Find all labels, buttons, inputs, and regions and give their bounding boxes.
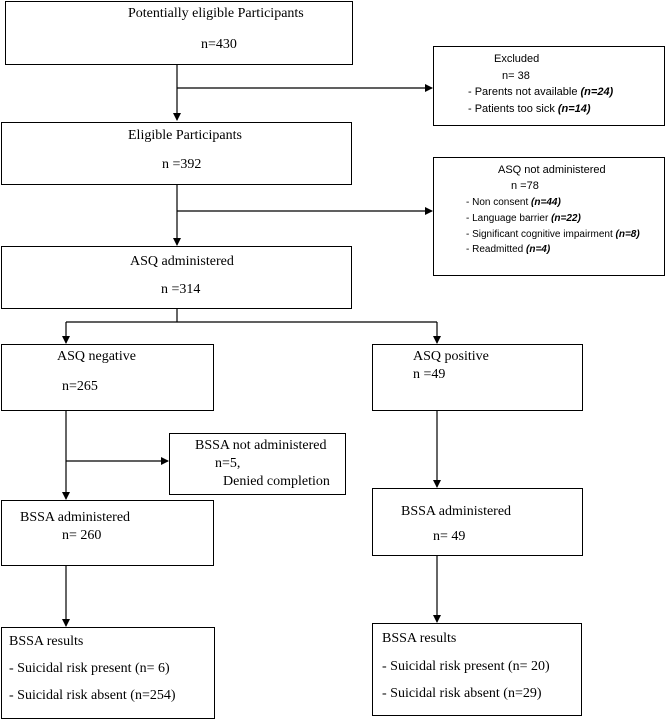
bssa-admin-right-count: n= 49 [433, 529, 466, 544]
box-bssa-results-left: BSSA results - Suicidal risk present (n=… [1, 627, 215, 719]
box-bssa-not-administered: BSSA not administered n=5, Denied comple… [169, 433, 346, 495]
results-right-item: - Suicidal risk present (n= 20) [382, 659, 550, 674]
asq-administered-count: n =314 [161, 282, 201, 297]
bssa-not-administered-count: n=5, [215, 456, 241, 471]
asq-not-administered-item: - Significant cognitive impairment (n=8) [466, 229, 640, 240]
box-bssa-results-right: BSSA results - Suicidal risk present (n=… [372, 623, 582, 716]
asq-item-label: - Significant cognitive impairment [466, 229, 616, 240]
asq-item-n: (n=8) [615, 229, 640, 240]
asq-not-administered-item: - Language barrier (n=22) [466, 213, 581, 224]
results-left-item: - Suicidal risk absent (n=254) [9, 688, 176, 703]
box-eligible: Eligible Participants n =392 [1, 122, 352, 185]
box-bssa-administered-right: BSSA administered n= 49 [372, 488, 583, 556]
asq-administered-title: ASQ administered [130, 254, 234, 269]
asq-item-label: - Non consent [466, 197, 532, 208]
bssa-admin-right-title: BSSA administered [401, 504, 512, 519]
excluded-item-label: - Parents not available [468, 86, 581, 98]
asq-positive-title: ASQ positive [413, 349, 489, 364]
box-bssa-administered-left: BSSA administered n= 260 [1, 500, 214, 566]
asq-positive-count: n =49 [413, 367, 446, 382]
box-asq-negative: ASQ negative n=265 [1, 344, 214, 411]
excluded-item-n: (n=24) [580, 86, 614, 98]
bssa-not-administered-title: BSSA not administered [195, 438, 327, 453]
asq-item-n: (n=44) [531, 197, 561, 208]
results-right-title: BSSA results [382, 631, 457, 646]
bssa-not-administered-reason: Denied completion [223, 474, 330, 489]
box-asq-administered: ASQ administered n =314 [1, 246, 352, 309]
results-left-item: - Suicidal risk present (n= 6) [9, 661, 170, 676]
excluded-item-n: (n=14) [557, 103, 591, 115]
excluded-item-label: - Patients too sick [468, 103, 558, 115]
asq-item-n: (n=22) [551, 213, 581, 224]
asq-not-administered-item: - Non consent (n=44) [466, 197, 561, 208]
asq-not-administered-count: n =78 [511, 180, 539, 192]
asq-negative-count: n=265 [62, 379, 98, 394]
potentially-eligible-count: n=430 [201, 37, 237, 52]
asq-not-administered-title: ASQ not administered [498, 164, 606, 176]
excluded-title: Excluded [494, 53, 540, 65]
results-left-title: BSSA results [9, 634, 84, 649]
bssa-admin-left-title: BSSA administered [20, 510, 131, 525]
excluded-count: n= 38 [502, 70, 530, 82]
asq-not-administered-item: - Readmitted (n=4) [466, 244, 550, 255]
eligible-count: n =392 [162, 157, 202, 172]
asq-item-label: - Readmitted [466, 244, 527, 255]
box-potentially-eligible: Potentially eligible Participants n=430 [5, 1, 353, 65]
box-asq-positive: ASQ positive n =49 [372, 344, 583, 411]
excluded-item: - Parents not available (n=24) [468, 86, 613, 98]
eligible-title: Eligible Participants [128, 128, 242, 143]
box-excluded: Excluded n= 38 - Parents not available (… [433, 46, 665, 126]
asq-item-label: - Language barrier [466, 213, 552, 224]
results-right-item: - Suicidal risk absent (n=29) [382, 686, 542, 701]
box-asq-not-administered: ASQ not administered n =78 - Non consent… [433, 157, 665, 276]
bssa-admin-left-count: n= 260 [62, 528, 102, 543]
excluded-item: - Patients too sick (n=14) [468, 103, 591, 115]
potentially-eligible-title: Potentially eligible Participants [128, 6, 304, 21]
asq-item-n: (n=4) [526, 244, 551, 255]
asq-negative-title: ASQ negative [57, 349, 136, 364]
